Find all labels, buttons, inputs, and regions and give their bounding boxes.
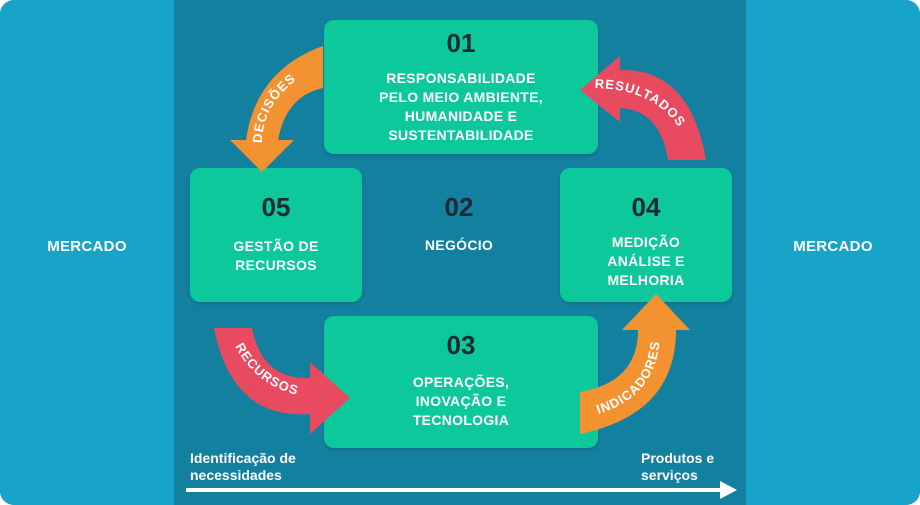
identification-line-2: necessidades [190,467,282,483]
indicators-arrow [580,294,690,434]
box-03-line-2: INOVAÇÃO E [415,393,507,409]
market-right-label: MERCADO [793,238,873,255]
decisions-arrow [230,46,323,172]
box-02-number: 02 [444,192,474,222]
box-03-line-3: TECNOLOGIA [412,412,510,428]
box-01-number: 01 [446,28,476,58]
box-01-line-3: HUMANIDADE E [404,108,518,124]
box-01-environment: 01 RESPONSABILIDADE PELO MEIO AMBIENTE, … [324,20,598,154]
market-left-label: MERCADO [47,238,127,255]
identification-needs-label: Identificação de necessidades [190,450,296,484]
box-05-line-2: RECURSOS [235,257,317,273]
market-left-panel: MERCADO [0,0,174,505]
box-01-line-1: RESPONSABILIDADE [386,70,536,86]
box-05-line-1: GESTÃO DE [233,238,319,254]
box-03-line-1: OPERAÇÕES, [412,374,510,390]
box-05-resources: 05 GESTÃO DE RECURSOS [190,168,362,302]
market-right-panel: MERCADO [746,0,920,505]
box-02-label: NEGÓCIO [424,237,494,253]
results-arrow [580,56,706,160]
box-01-line-2: PELO MEIO AMBIENTE, [379,89,543,105]
identification-line-1: Identificação de [190,450,296,466]
box-04-measurement: 04 MEDIÇÃO ANÁLISE E MELHORIA [560,168,732,302]
box-01-line-4: SUSTENTABILIDADE [388,127,534,143]
box-04-line-2: ANÁLISE E [607,253,685,269]
box-03-number: 03 [446,330,476,360]
timeline-line [186,488,722,492]
box-02-business: 02 NEGÓCIO [374,192,544,253]
timeline-arrowhead [720,481,737,499]
products-line-1: Produtos e [641,450,715,466]
box-04-line-3: MELHORIA [607,272,685,288]
resources-arrow [214,328,350,434]
box-04-number: 04 [631,192,661,222]
products-line-2: serviços [641,467,698,483]
box-05-number: 05 [261,192,291,222]
box-04-line-1: MEDIÇÃO [611,234,681,250]
box-03-operations: 03 OPERAÇÕES, INOVAÇÃO E TECNOLOGIA [324,316,598,448]
products-services-label: Produtos e serviços [641,450,714,484]
